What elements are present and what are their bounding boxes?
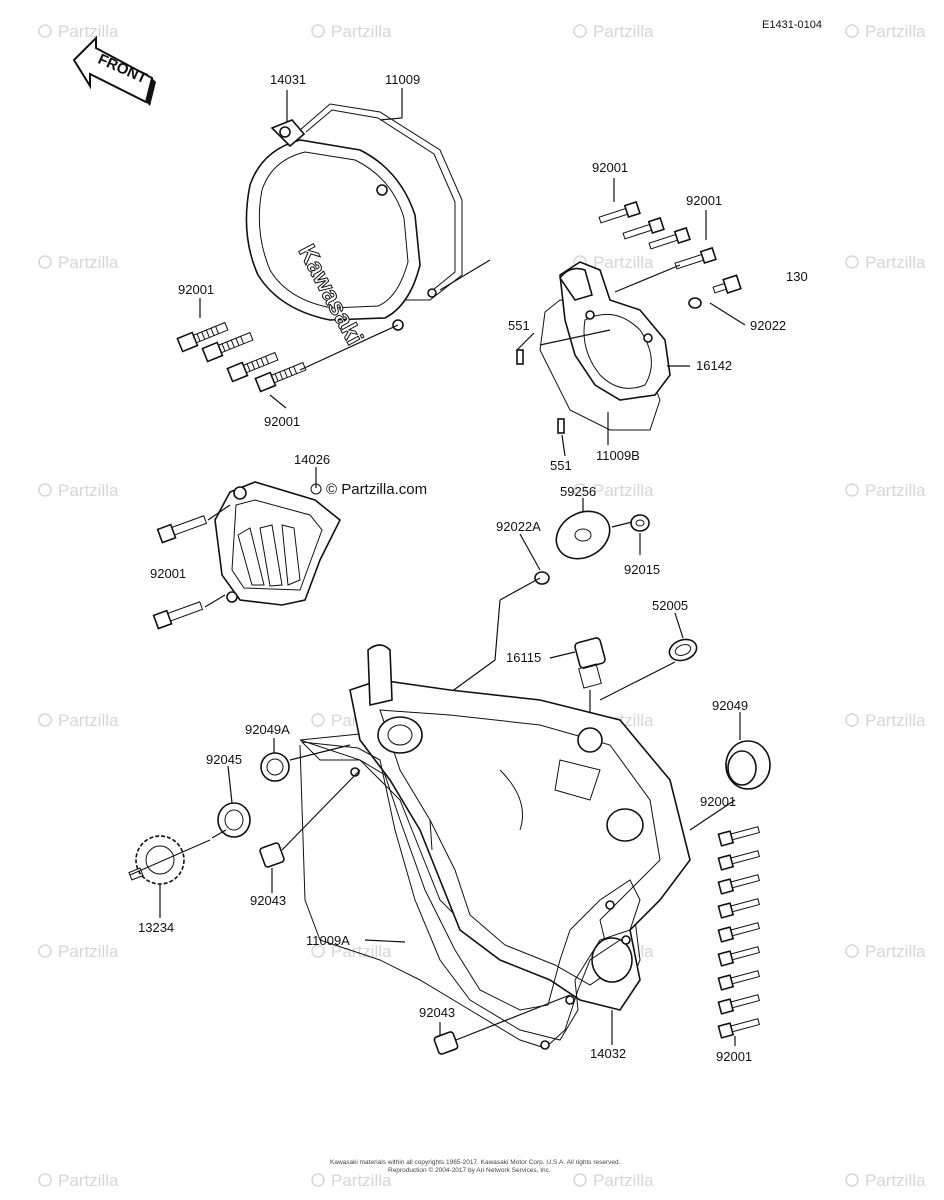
svg-text:Partzilla: Partzilla xyxy=(58,942,119,961)
bearing-92045 xyxy=(217,802,251,838)
watermark: Partzilla xyxy=(573,1171,654,1190)
part-label-92045[interactable]: 92045 xyxy=(206,752,242,767)
watermark: Partzilla xyxy=(38,22,119,41)
part-label-92001[interactable]: 92001 xyxy=(716,1049,752,1064)
oil-seal-52005 xyxy=(668,638,698,662)
oil-filler-plug xyxy=(574,637,606,689)
part-label-92049[interactable]: 92049 xyxy=(712,698,748,713)
watermark: Partzilla xyxy=(845,1171,926,1190)
bolt-92001-sprocket xyxy=(152,601,204,630)
part-label-16115[interactable]: 16115 xyxy=(506,650,541,665)
svg-text:Partzilla: Partzilla xyxy=(331,1171,392,1190)
watermark: Partzilla xyxy=(845,253,926,272)
bolt-set-left xyxy=(176,321,307,393)
watermark: Partzilla xyxy=(38,253,119,272)
part-label-59256[interactable]: 59256 xyxy=(560,484,596,499)
part-label-92001[interactable]: 92001 xyxy=(264,414,300,429)
watermark: Partzilla xyxy=(845,942,926,961)
svg-text:Partzilla: Partzilla xyxy=(58,1171,119,1190)
svg-text:Partzilla: Partzilla xyxy=(865,481,926,500)
part-label-92043[interactable]: 92043 xyxy=(250,893,286,908)
svg-text:Partzilla: Partzilla xyxy=(865,22,926,41)
part-label-92043[interactable]: 92043 xyxy=(419,1005,455,1020)
watermark-grid: Partzilla Partzilla Partzilla Partzilla … xyxy=(38,22,926,1190)
svg-text:Partzilla: Partzilla xyxy=(593,481,654,500)
part-label-92001[interactable]: 92001 xyxy=(700,794,736,809)
part-label-92001[interactable]: 92001 xyxy=(178,282,214,297)
part-label-92022[interactable]: 92022 xyxy=(750,318,786,333)
partzilla-link[interactable]: © Partzilla.com xyxy=(310,481,427,498)
pump-gear-13234 xyxy=(128,835,211,885)
part-label-92001[interactable]: 92001 xyxy=(592,160,628,175)
svg-text:Partzilla: Partzilla xyxy=(593,253,654,272)
svg-text:Partzilla: Partzilla xyxy=(58,481,119,500)
svg-text:© Partzilla.com: © Partzilla.com xyxy=(326,481,427,498)
clutch-cover-assembly: Kawasaki xyxy=(245,103,463,350)
svg-text:Partzilla: Partzilla xyxy=(58,253,119,272)
svg-text:Partzilla: Partzilla xyxy=(865,253,926,272)
part-label-92001[interactable]: 92001 xyxy=(686,193,722,208)
watermark: Partzilla xyxy=(38,1171,119,1190)
part-label-551[interactable]: 551 xyxy=(508,318,530,333)
copyright-line-1: Kawasaki materials within all copyrights… xyxy=(330,1159,621,1166)
watermark: Partzilla xyxy=(845,481,926,500)
part-label-16142[interactable]: 16142 xyxy=(696,358,732,373)
dowel-92043 xyxy=(259,842,285,868)
svg-text:Partzilla: Partzilla xyxy=(593,22,654,41)
bolt-92001-sprocket xyxy=(156,515,208,544)
leader-lines xyxy=(159,88,746,1046)
watermark: Partzilla xyxy=(311,1171,392,1190)
part-label-11009B[interactable]: 11009B xyxy=(596,448,640,463)
impeller xyxy=(555,510,611,560)
watermark: Partzilla xyxy=(311,22,392,41)
part-label-14032[interactable]: 14032 xyxy=(590,1046,626,1061)
part-label-11009[interactable]: 11009 xyxy=(385,72,420,87)
dowel-92043 xyxy=(433,1031,459,1055)
watermark: Partzilla xyxy=(573,22,654,41)
watermark: Partzilla xyxy=(38,481,119,500)
copyright-line-2: Reproduction © 2004-2017 by Ari Network … xyxy=(388,1166,551,1174)
svg-text:Partzilla: Partzilla xyxy=(593,1171,654,1190)
part-label-130[interactable]: 130 xyxy=(786,269,808,284)
svg-text:Partzilla: Partzilla xyxy=(865,942,926,961)
washer-92022A xyxy=(534,571,550,585)
part-label-92049A[interactable]: 92049A xyxy=(245,722,290,737)
diagram-code: E1431-0104 xyxy=(762,19,822,31)
part-label-92001[interactable]: 92001 xyxy=(150,566,186,581)
watermark: Partzilla xyxy=(573,481,654,500)
bearing-92049A xyxy=(260,752,290,782)
svg-text:Partzilla: Partzilla xyxy=(331,22,392,41)
part-label-14031[interactable]: 14031 xyxy=(270,72,306,87)
sprocket-cover xyxy=(214,481,342,606)
part-label-14026[interactable]: 14026 xyxy=(294,452,330,467)
watermark: Partzilla xyxy=(311,942,392,961)
svg-text:Partzilla: Partzilla xyxy=(58,711,119,730)
svg-text:Partzilla: Partzilla xyxy=(865,1171,926,1190)
oil-seal-92049 xyxy=(725,740,771,790)
washer-92022 xyxy=(688,297,702,309)
bolt-set-right xyxy=(717,826,761,1039)
part-label-92022A[interactable]: 92022A xyxy=(496,519,541,534)
svg-text:Partzilla: Partzilla xyxy=(331,942,392,961)
dowel-pin-551 xyxy=(557,418,565,434)
watermark: Partzilla xyxy=(845,711,926,730)
water-pump-cover xyxy=(539,261,671,431)
svg-text:Partzilla: Partzilla xyxy=(865,711,926,730)
part-label-92015[interactable]: 92015 xyxy=(624,562,660,577)
watermark: Partzilla xyxy=(38,942,119,961)
right-crankcase-cover xyxy=(299,644,691,1011)
front-arrow-icon: FRONT xyxy=(72,35,156,106)
nut-92015 xyxy=(630,514,650,532)
dowel-pin-551 xyxy=(516,349,524,365)
part-label-11009A[interactable]: 11009A xyxy=(306,933,350,948)
part-label-52005[interactable]: 52005 xyxy=(652,598,688,613)
bolt-set-pump xyxy=(598,200,742,294)
part-label-551[interactable]: 551 xyxy=(550,458,572,473)
svg-text:Partzilla: Partzilla xyxy=(58,22,119,41)
part-label-13234[interactable]: 13234 xyxy=(138,920,174,935)
part-labels: 14031 11009 92001 92001 92001 92001 130 … xyxy=(138,72,808,1064)
watermark: Partzilla xyxy=(38,711,119,730)
watermark: Partzilla xyxy=(845,22,926,41)
